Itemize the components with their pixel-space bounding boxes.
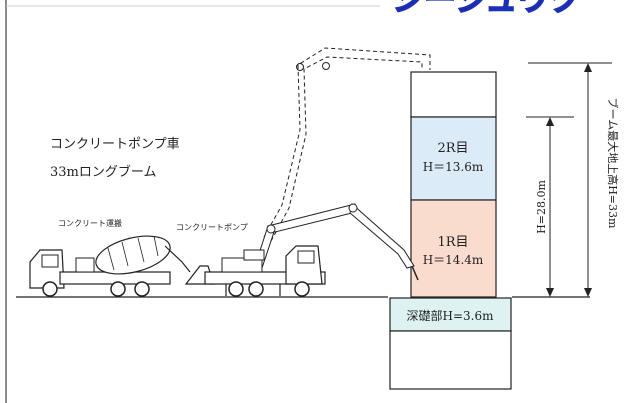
dim-28-arrow-down	[546, 288, 554, 297]
boom-joint-1	[266, 224, 276, 234]
dim-33-label: ブーム最大地上高H=33m	[606, 98, 620, 229]
mixer-drum	[95, 235, 171, 275]
foundation-lower-block	[389, 330, 512, 390]
mixer-truck	[29, 235, 191, 297]
boom-joint-dashed-2	[322, 62, 330, 70]
boom-upper-section	[349, 203, 415, 269]
mixer-wheel-front	[42, 281, 58, 297]
corner-logo-text: シージュウク	[392, 0, 581, 18]
mixer-chute	[164, 245, 191, 273]
pump-wheel-1	[228, 281, 244, 297]
pump-cab-window	[297, 250, 315, 264]
mixer-cab-window	[41, 254, 59, 268]
mixer-drum-stripe-3	[137, 237, 145, 263]
boom-joint-2	[348, 203, 358, 213]
mixer-drum-stripe-2	[121, 241, 129, 267]
dim-28-label: H=28.0m	[535, 180, 548, 234]
mixer-wheel-rear-1	[110, 281, 126, 297]
top-floor-block	[410, 71, 497, 118]
dim-33-arrow-down	[584, 288, 592, 297]
floor-2r-height: H＝13.6m	[423, 160, 484, 174]
mixer-label: コンクリート運搬	[58, 218, 122, 228]
pump-wheel-2	[248, 281, 264, 297]
mixer-drum-stripe-4	[153, 235, 159, 257]
pump-wheel-front	[294, 281, 310, 297]
floor-2r-block	[410, 116, 497, 201]
floor-1r-height: H＝14.4m	[423, 253, 484, 267]
pump-label: コンクリートポンプ	[176, 223, 248, 232]
boom-middle-section	[266, 203, 357, 233]
pump-truck	[184, 245, 326, 297]
boom-extended-outline-a	[263, 47, 431, 238]
dim-33-arrow-up	[584, 63, 592, 72]
boom-extended-outline-b	[270, 56, 423, 242]
pump-turret	[243, 249, 265, 261]
floor-1r-name: 1R目	[437, 235, 468, 250]
dim-28-arrow-up	[546, 117, 554, 126]
title-line-1: コンクリートポンプ車	[50, 137, 180, 152]
boom-joint-dashed-1	[296, 63, 304, 71]
mixer-tank	[75, 257, 95, 273]
title-line-2: 33mロングブーム	[50, 164, 156, 180]
mixer-drum-stripe-1	[107, 247, 115, 271]
mixer-wheel-rear-2	[134, 281, 150, 297]
foundation-label: 深礎部H=3.6m	[407, 308, 495, 323]
floor-1r-block	[410, 199, 497, 298]
floor-2r-name: 2R目	[437, 141, 468, 156]
pump-body	[221, 257, 263, 273]
boom-hose	[411, 265, 419, 281]
